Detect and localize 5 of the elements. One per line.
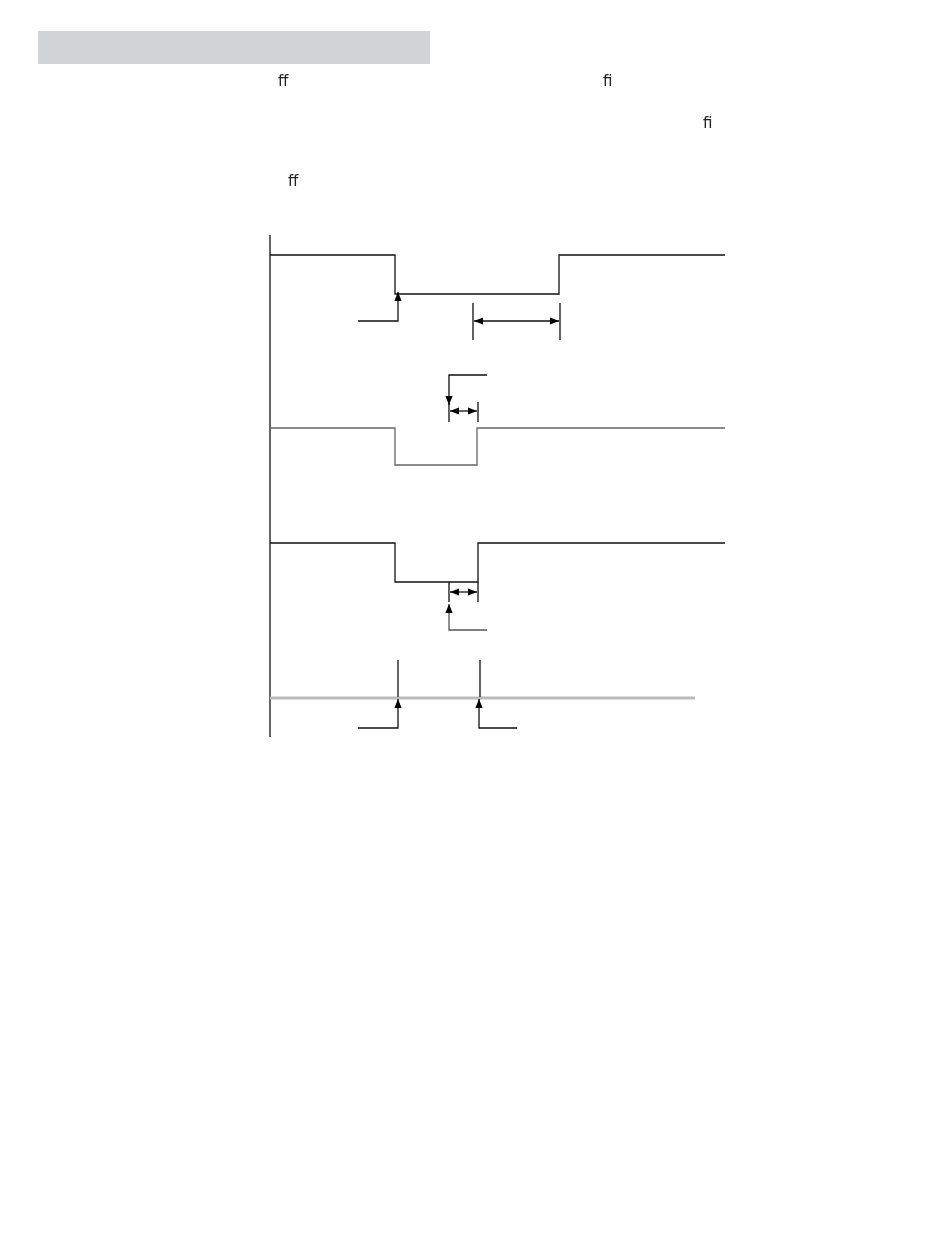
heading-banner [38, 31, 430, 64]
text-fragment: ff [288, 172, 299, 190]
text-fragment: fi [603, 72, 613, 90]
text-fragment: fi [703, 114, 713, 132]
text-fragment: ff [278, 72, 289, 90]
